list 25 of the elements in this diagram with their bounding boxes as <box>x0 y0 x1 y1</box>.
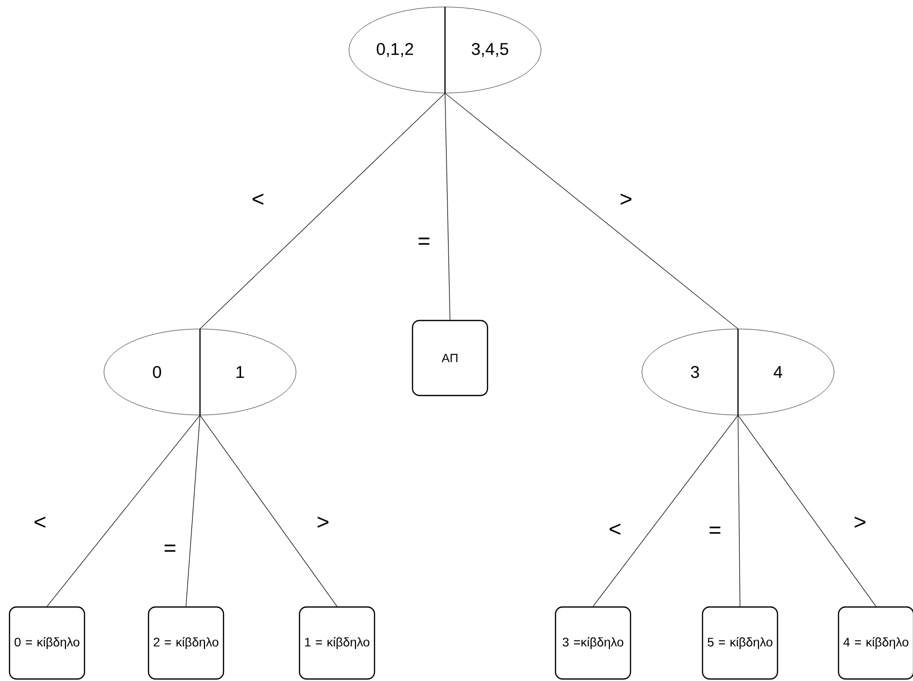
leaf-box: 2 = κίβδηλο <box>148 606 224 680</box>
connector-line <box>738 414 740 607</box>
edge-label: > <box>618 192 634 208</box>
edge-label: < <box>608 522 622 538</box>
connector-line <box>200 92 446 330</box>
leaf-box: 1 = κίβδηλο <box>298 606 376 680</box>
connector-line <box>738 414 876 607</box>
connector-line <box>200 414 338 607</box>
leaf-box: 5 = κίβδηλο <box>702 606 778 680</box>
edge-label: = <box>708 526 722 538</box>
edge-label: = <box>162 544 178 556</box>
edge-label: = <box>416 236 432 250</box>
edge-label: < <box>32 516 48 530</box>
leaf-box: 4 = κίβδηλο <box>838 606 913 680</box>
edge-label: > <box>316 516 330 530</box>
leaf-box: 0 = κίβδηλο <box>8 606 86 680</box>
connector-line <box>444 92 450 320</box>
edge-label: < <box>250 192 266 208</box>
edge-label: > <box>852 516 868 530</box>
connector-line <box>46 414 200 607</box>
leaf-box: ΑΠ <box>412 320 488 396</box>
connector-line <box>444 92 738 330</box>
connector-line <box>186 414 200 607</box>
leaf-box: 3 =κίβδηλο <box>554 606 632 680</box>
connector-line <box>592 414 738 607</box>
